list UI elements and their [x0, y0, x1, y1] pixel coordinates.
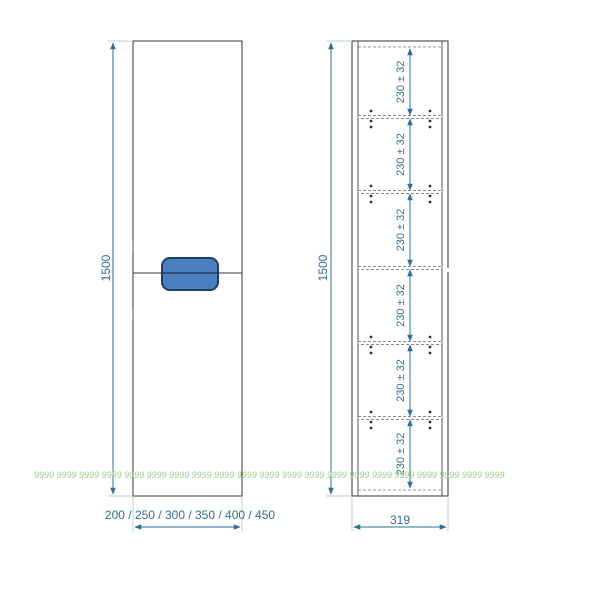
pin-hole: [428, 200, 432, 204]
side-height-label: 1500: [316, 254, 330, 281]
shelf-spacing-label-2: 230 ± 32: [395, 133, 407, 176]
pin-hole: [369, 345, 373, 349]
pin-hole: [428, 119, 432, 123]
pin-hole: [428, 194, 432, 198]
label-backing: [397, 281, 409, 330]
pin-hole: [369, 420, 373, 424]
pin-hole: [369, 194, 373, 198]
label-backing: [397, 206, 409, 254]
door-handle: [161, 257, 219, 291]
pin-hole: [428, 184, 432, 188]
shelf-spacing-label-6: 230 ± 32: [395, 433, 407, 476]
pin-hole: [369, 426, 373, 430]
pin-hole: [428, 410, 432, 414]
front-view: 1500 200 / 250 / 300 / 350 / 400 / 450: [99, 40, 275, 532]
shelf-spacing-label-1: 230 ± 32: [395, 61, 407, 104]
pin-hole: [369, 184, 373, 188]
pin-hole: [428, 345, 432, 349]
shelf-spacing-label-4: 230 ± 32: [395, 284, 407, 327]
watermark: 9999 9999 9999 9999 9999 9999 9999 9999 …: [34, 470, 504, 480]
front-width-label: 200 / 250 / 300 / 350 / 400 / 450: [105, 508, 275, 522]
shelf-4: [357, 341, 443, 345]
shelf-spacing-dimensions: 230 ± 32 230 ± 32 230 ± 32 230 ± 32 230 ± 32…: [395, 48, 413, 489]
label-backing: [397, 58, 409, 106]
shelf-1: [357, 115, 443, 119]
shelf-2: [357, 190, 443, 194]
front-height-label: 1500: [99, 254, 113, 281]
shelf-spacing-label-3: 230 ± 32: [395, 209, 407, 252]
side-depth-label: 319: [390, 513, 410, 527]
pin-hole: [428, 125, 432, 129]
label-backing: [397, 130, 409, 179]
pin-hole: [428, 109, 432, 113]
label-backing: [397, 356, 409, 405]
pin-hole: [369, 410, 373, 414]
pin-hole: [428, 351, 432, 355]
shelf-5: [357, 416, 443, 420]
pin-hole: [369, 125, 373, 129]
pin-hole: [428, 420, 432, 424]
side-view: 230 ± 32 230 ± 32 230 ± 32 230 ± 32 230 ± 32…: [316, 40, 449, 532]
shelf-3: [357, 266, 443, 270]
pin-hole: [369, 109, 373, 113]
pin-hole: [369, 200, 373, 204]
shelves: [357, 115, 443, 420]
pin-hole: [369, 335, 373, 339]
label-backing: [397, 430, 409, 478]
pin-hole: [369, 119, 373, 123]
pin-hole: [428, 335, 432, 339]
pin-hole: [428, 426, 432, 430]
pin-hole: [369, 351, 373, 355]
shelf-spacing-label-5: 230 ± 32: [395, 359, 407, 402]
shelf-pin-holes: [369, 109, 432, 430]
